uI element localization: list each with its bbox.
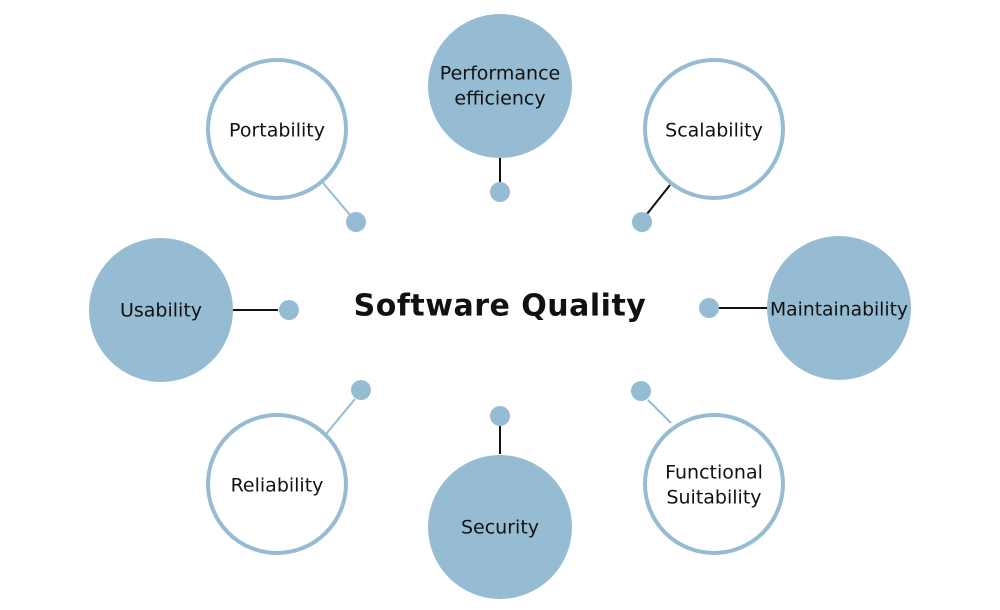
- dot-usability: [279, 300, 299, 320]
- dot-scalability: [632, 212, 652, 232]
- node-functional-suitability: Functional Suitability: [643, 413, 785, 555]
- node-label: Reliability: [231, 475, 324, 497]
- connectors: [232, 158, 768, 454]
- connector-functional-suitability: [647, 399, 672, 424]
- dot-performance-efficiency: [490, 182, 510, 202]
- node-maintainability: Maintainability: [767, 236, 911, 380]
- node-portability: Portability: [206, 58, 348, 200]
- dot-maintainability: [699, 298, 719, 318]
- node-label-line: Functional: [665, 462, 763, 484]
- node-label: Portability: [229, 120, 325, 142]
- node-reliability: Reliability: [206, 413, 348, 555]
- node-label: Security: [461, 517, 539, 539]
- node-usability: Usability: [89, 238, 233, 382]
- dot-reliability: [351, 380, 371, 400]
- node-performance-efficiency: Performance efficiency: [428, 14, 572, 158]
- node-security: Security: [428, 455, 572, 599]
- connector-portability: [322, 182, 351, 216]
- node-label: Maintainability: [770, 299, 908, 321]
- connector-reliability: [325, 398, 356, 435]
- node-label: Usability: [120, 300, 202, 322]
- connector-dots: [279, 182, 719, 426]
- node-label-line: efficiency: [454, 88, 545, 110]
- diagram-title: Software Quality: [354, 289, 647, 324]
- node-scalability: Scalability: [643, 58, 785, 200]
- connector-scalability: [646, 184, 671, 215]
- node-label: Scalability: [665, 120, 763, 142]
- dot-functional-suitability: [631, 381, 651, 401]
- node-label-line: Suitability: [666, 487, 761, 509]
- dot-portability: [346, 212, 366, 232]
- dot-security: [490, 406, 510, 426]
- node-label-line: Performance: [440, 63, 560, 85]
